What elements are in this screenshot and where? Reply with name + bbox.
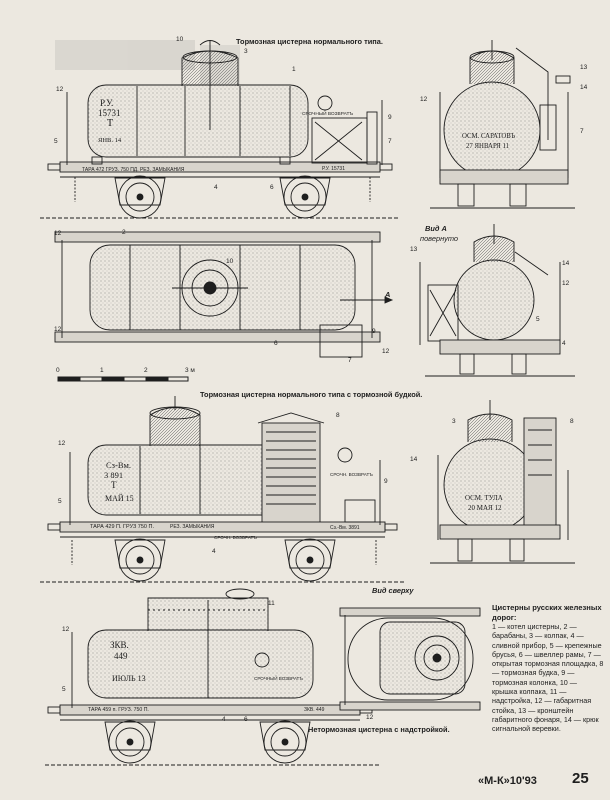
w2-return-2: СРОЧН. ВОЗВРАТЪ [214,535,257,540]
caption-figure-2: Тормозная цистерна нормального типа с то… [200,390,423,399]
w1-code: Р.У. [100,98,114,108]
legend-title: Цистерны русских железных дорог: [492,603,602,622]
callout-6-a: 6 [270,184,274,191]
w1-end-plate: ОСМ. САРАТОВЪ [462,133,516,140]
callout-10-a: 10 [176,36,184,43]
callout-7-a: 7 [388,138,392,145]
w2-letter: Т [111,480,117,490]
scale-tick-2: 2 [144,367,148,374]
legend-body: 1 — котел цистерны, 2 — барабаны, 3 — ко… [492,622,604,734]
wagon3-top-view [339,607,481,711]
callout-12-a: 12 [56,86,64,93]
callout-1-a: 1 [292,66,296,73]
caption-figure-1: Тормозная цистерна нормального типа. [236,37,383,46]
callout-2-a: 2 [122,229,126,236]
scale-tick-0: 0 [56,367,60,374]
callout-14-a: 14 [580,84,588,91]
caption-view-top: Вид сверху [372,586,414,595]
callout-13-a: 13 [580,64,588,71]
w1-return: СРОЧНЫЙ ВОЗВРАТЪ [302,112,354,117]
w1-date: ЯНВ. 14 [98,137,122,144]
callout-14-b: 14 [562,260,570,267]
w2-tara-2: РЕЗ. ЗАМЫКАНИЯ [170,524,215,530]
callout-4-d: 4 [222,716,226,723]
caption-view-a-rotated: повернуто [420,234,459,243]
scale-tick-1: 1 [100,367,104,374]
callout-12-b: 12 [420,96,428,103]
callout-4-a: 4 [214,184,218,191]
wagon3-side-view [45,588,380,766]
w3-end-mark: ЗКВ. 449 [304,707,325,713]
scale-bar [57,376,189,382]
wagon1-view-a [419,224,575,377]
callout-12-i: 12 [366,714,374,721]
w1-number: 15731 [98,108,121,118]
w3-return: СРОЧНЫЙ ВОЗВРАТЪ [254,676,304,681]
legend-text: Цистерны русских железных дорог: 1 — кот… [492,603,604,734]
arrow-a-label: А [385,290,391,299]
callout-9-c: 9 [384,478,388,485]
callout-7-c: 7 [348,357,352,364]
magazine-issue: «М-К»10'93 [478,775,537,787]
callout-12-h: 12 [62,626,70,633]
callout-8-b: 8 [570,418,574,425]
w3-number: 449 [114,651,128,661]
callout-4-c: 4 [212,548,216,555]
callout-3-a: 3 [244,48,248,55]
callout-14-c: 14 [410,456,418,463]
callout-12-f: 12 [562,280,570,287]
w3-tara: ТАРА 459 п. ГРУЗ. 750 П. [88,707,149,713]
wagon1-plan-view [54,231,394,358]
callout-5-a: 5 [54,138,58,145]
w2-return: СРОЧН. ВОЗВРАТЪ [330,472,373,477]
w3-date: ИЮЛЬ 13 [112,674,146,683]
w2-date: МАЙ 15 [105,494,134,503]
w1-end-mark: Р.У. 15731 [322,166,345,172]
callout-13-b: 13 [410,246,418,253]
callout-12-d: 12 [54,326,62,333]
w2-number: 3 891 [104,470,124,480]
callout-3-b: 3 [452,418,456,425]
callout-12-g: 12 [58,440,66,447]
callout-5-c: 5 [58,498,62,505]
callout-5-b: 5 [536,316,540,323]
w1-letter: Т [107,118,114,129]
callout-7-b: 7 [580,128,584,135]
page-number: 25 [572,770,589,787]
callout-11: 11 [268,600,275,607]
callout-12-c: 12 [54,230,62,237]
callout-6-b: 6 [274,340,278,347]
w2-end-mark: Сз.-Вм. 3891 [330,525,360,531]
callout-8-a: 8 [336,412,340,419]
callout-4-b: 4 [562,340,566,347]
w1-tara: ТАРА 472 ГРУЗ. 750 ПД. РЕЗ. ЗАМЫКАНИЯ [82,167,185,173]
callout-12-e: 12 [382,348,390,355]
wagon2-side-view [40,396,405,583]
wagon2-end-view [430,400,575,564]
callout-9-b: 9 [372,328,376,335]
wagon1-end-view [430,40,575,209]
callout-5-d: 5 [62,686,66,693]
caption-figure-3: Нетормозная цистерна с надстройкой. [308,725,450,734]
w2-end-plate: ОСМ. ТУЛА [465,494,503,502]
scale-tick-3: 3 м [185,367,195,374]
callout-6-c: 6 [244,716,248,723]
callout-9-a: 9 [388,114,392,121]
caption-view-a: Вид А [425,224,447,233]
wagon1-side-view [40,40,400,219]
w2-code: Сз-Вм. [106,460,132,470]
w3-code: ЗКВ. [110,640,129,650]
w2-end-date: 20 МАЯ 12 [468,504,502,512]
w2-tara: ТАРА 429 П. ГРУЗ 750 П. [90,524,154,530]
w1-end-date: 27 ЯНВАРЯ 11 [466,143,510,150]
callout-10-b: 10 [226,258,234,265]
